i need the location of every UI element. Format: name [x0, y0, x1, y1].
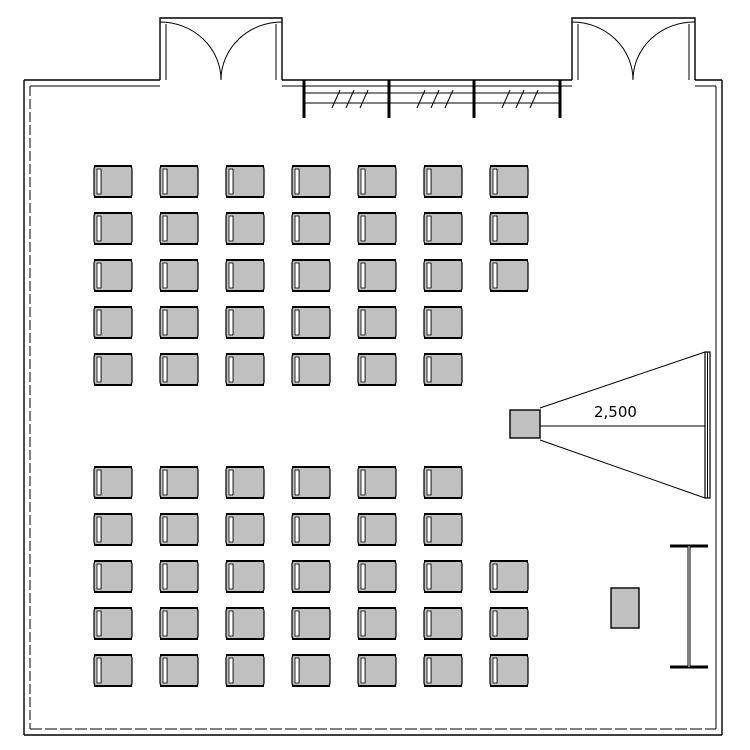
chair-icon — [159, 466, 199, 499]
screen-icon — [704, 351, 711, 499]
chair-icon — [93, 513, 133, 546]
chair-icon — [291, 212, 331, 245]
chair-icon — [357, 353, 397, 386]
chair-icon — [489, 560, 529, 593]
chair-icon — [93, 654, 133, 687]
chair-icon — [489, 165, 529, 198]
chair-icon — [159, 607, 199, 640]
stand-icon — [670, 544, 708, 669]
chair-icon — [489, 259, 529, 292]
door-icon-right — [571, 17, 696, 81]
chair-icon — [291, 306, 331, 339]
projection-distance-label: 2,500 — [594, 403, 637, 421]
lectern-icon — [610, 587, 640, 629]
chair-icon — [93, 353, 133, 386]
chair-icon — [225, 306, 265, 339]
chair-icon — [93, 165, 133, 198]
chair-icon — [489, 607, 529, 640]
chair-icon — [93, 607, 133, 640]
chair-icon — [423, 607, 463, 640]
chair-icon — [93, 466, 133, 499]
chair-icon — [225, 165, 265, 198]
chair-icon — [225, 560, 265, 593]
chair-icon — [159, 165, 199, 198]
projector-icon — [509, 409, 541, 439]
chair-icon — [225, 466, 265, 499]
front-seating-block — [93, 165, 529, 386]
chair-icon — [159, 560, 199, 593]
chair-icon — [159, 306, 199, 339]
chair-icon — [225, 259, 265, 292]
chair-icon — [423, 466, 463, 499]
chair-icon — [291, 165, 331, 198]
chair-icon — [291, 560, 331, 593]
room-walls — [23, 79, 723, 736]
chair-icon — [291, 607, 331, 640]
chair-icon — [423, 306, 463, 339]
chair-icon — [93, 212, 133, 245]
chair-icon — [93, 560, 133, 593]
chair-icon — [159, 513, 199, 546]
chair-icon — [291, 466, 331, 499]
chair-icon — [357, 165, 397, 198]
chair-icon — [159, 259, 199, 292]
chair-icon — [291, 259, 331, 292]
chair-icon — [225, 513, 265, 546]
chair-icon — [225, 607, 265, 640]
chair-icon — [423, 259, 463, 292]
chair-icon — [225, 654, 265, 687]
chair-icon — [357, 607, 397, 640]
window-icon — [302, 80, 562, 118]
chair-icon — [159, 212, 199, 245]
chair-icon — [93, 259, 133, 292]
chair-icon — [357, 560, 397, 593]
chair-icon — [423, 560, 463, 593]
rear-seating-block — [93, 466, 529, 687]
chair-icon — [159, 353, 199, 386]
chair-icon — [93, 306, 133, 339]
projection-cone — [539, 351, 706, 499]
chair-icon — [489, 212, 529, 245]
chair-icon — [159, 654, 199, 687]
chair-icon — [357, 306, 397, 339]
chair-icon — [423, 165, 463, 198]
chair-icon — [357, 654, 397, 687]
chair-icon — [423, 353, 463, 386]
chair-icon — [489, 654, 529, 687]
chair-icon — [357, 259, 397, 292]
chair-icon — [423, 212, 463, 245]
chair-icon — [291, 353, 331, 386]
chair-icon — [423, 654, 463, 687]
chair-icon — [291, 513, 331, 546]
door-icon-left — [159, 17, 283, 81]
chair-icon — [357, 466, 397, 499]
chair-icon — [291, 654, 331, 687]
chair-icon — [225, 353, 265, 386]
chair-icon — [423, 513, 463, 546]
chair-icon — [357, 212, 397, 245]
chair-icon — [225, 212, 265, 245]
chair-icon — [357, 513, 397, 546]
